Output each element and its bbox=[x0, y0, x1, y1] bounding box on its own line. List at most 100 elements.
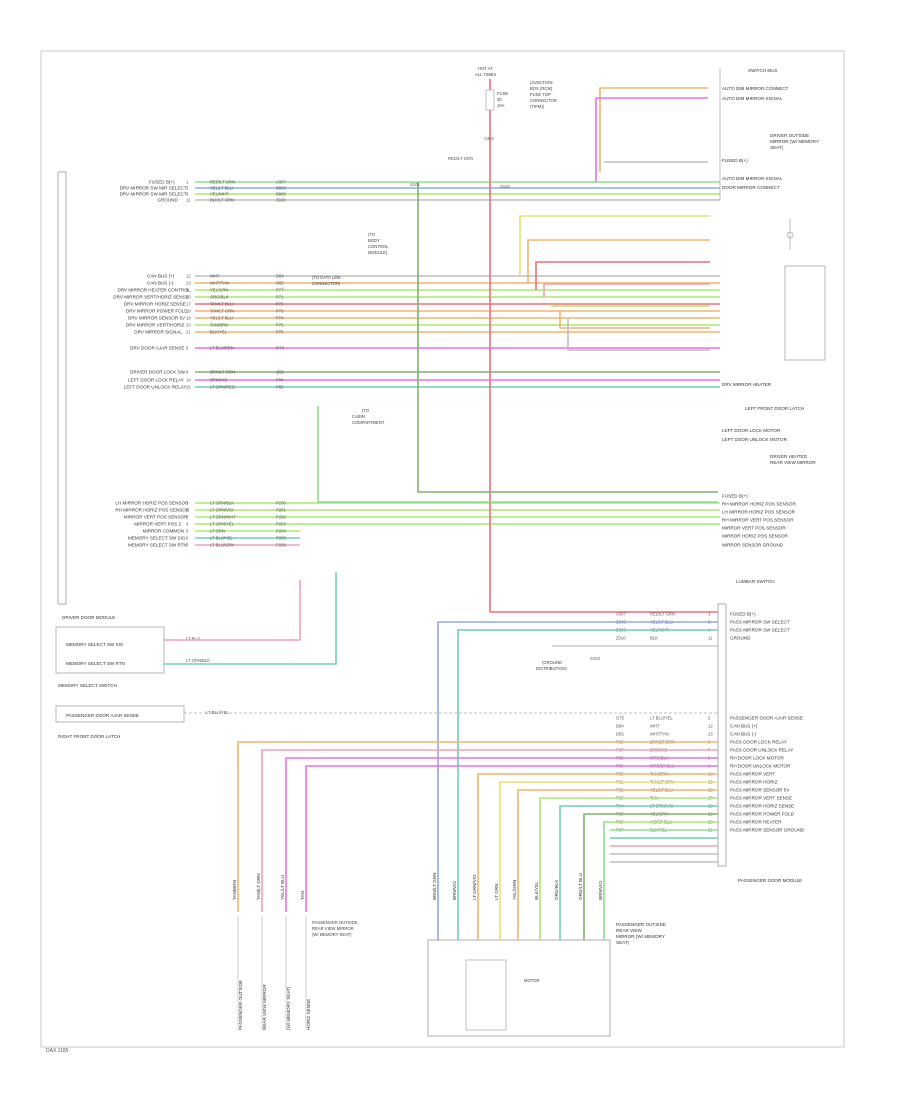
ddm-wire-color: LT BLU/YEL bbox=[210, 536, 234, 541]
lumbar-label: RH MIRROR VERT POS SENSOR bbox=[722, 518, 794, 523]
ddm-label: DRV MIRROR SENSOR 5V bbox=[128, 316, 186, 321]
pdm-wire-color: WHT/TAN bbox=[650, 732, 669, 737]
olive-trunk bbox=[417, 182, 718, 493]
ddm-wire-color: YEL/LT BLU bbox=[210, 316, 233, 321]
rear-mirror-label-2: REAR VIEW MIRROR bbox=[770, 460, 816, 465]
ddm-label: MEMORY SELECT SW SIG bbox=[128, 536, 186, 541]
passenger-mirror-motor-box bbox=[427, 939, 611, 1037]
pdm-label: PASS MIRROR SENSOR GROUND bbox=[730, 828, 805, 833]
br-wire-color: BLK/YEL bbox=[534, 881, 539, 900]
ddm-label: DRV MIRROR HEATER CONTROL bbox=[118, 288, 191, 293]
right-top-component: SWITCH MUX AUTO DIM MIRROR CONNECT AUTO … bbox=[719, 68, 819, 200]
pdm-pin: 5 bbox=[708, 716, 711, 721]
pass-mirror-label-1: PASSENGER OUTSIDE bbox=[616, 922, 666, 927]
ddm-wire-color: BLK/LT GRN bbox=[210, 198, 234, 203]
ddm-wire-code: P74 bbox=[276, 316, 284, 321]
passenger-door-module-box bbox=[717, 603, 727, 867]
memory-switch-label-2: MEMORY SELECT SW RTN bbox=[66, 661, 125, 666]
ddm-wire-code: P76 bbox=[276, 330, 284, 335]
ddm-label: GROUND bbox=[157, 198, 178, 203]
fuse-label-2: 30 bbox=[497, 97, 502, 102]
ddm-label: DRV DOOR AJAR SENSE bbox=[130, 346, 184, 351]
ddm-pin: 3 bbox=[186, 186, 189, 191]
pdm-label: PASS MIRROR SW SELECT bbox=[730, 628, 790, 633]
br-wire bbox=[559, 805, 610, 940]
ddm-label: RH MIRROR HORIZ POS SENSOR bbox=[115, 508, 189, 513]
ddm-pin: 11 bbox=[186, 198, 191, 203]
driver-mirror-label-3: SEAT) bbox=[770, 145, 784, 150]
ddm-label: LH MIRROR HORIZ POS SENSOR bbox=[115, 501, 189, 506]
pass-mirror-label-2: REAR VIEW bbox=[616, 928, 642, 933]
ddm-pin: 20 bbox=[186, 323, 191, 328]
ddm-wire-color: ORG/BLK bbox=[210, 295, 229, 300]
splice-1: S101 bbox=[410, 182, 420, 187]
top-power-source: HOT AT ALL TIMES FUSE 30 10A (JUNCTION B… bbox=[448, 66, 557, 180]
pdm-wire-code: D64 bbox=[616, 724, 624, 729]
lumbar-switch-label: LUMBAR SWITCH bbox=[736, 579, 775, 584]
ddm-label: MEMORY SELECT SW RTN bbox=[128, 543, 187, 548]
br-wire-color: LT GRN bbox=[494, 884, 499, 900]
ddm-label: DRV MIRROR VERT/HORIZ bbox=[126, 323, 185, 328]
right-top-label-3: FUSED B(+) bbox=[722, 158, 748, 163]
ddm-pin: 7 bbox=[186, 543, 189, 548]
note-cabin-1: (TO bbox=[362, 408, 370, 413]
ddm-wire-code: D65 bbox=[276, 281, 284, 286]
ddm-wire-code: Z910 bbox=[276, 198, 286, 203]
br-wire-color: BRN/VIO bbox=[598, 881, 603, 900]
ddm-wire-code: P204 bbox=[276, 529, 286, 534]
pdm-wire-code: A307 bbox=[616, 612, 626, 617]
ddm-wire-color: YEL/LT BLU bbox=[210, 186, 233, 191]
ddm-wire-color: BRN/VIO bbox=[210, 378, 228, 383]
fuse-symbol bbox=[485, 89, 495, 111]
ddm-pin: 4 bbox=[186, 192, 189, 197]
mirror-feed-magenta bbox=[595, 97, 708, 182]
feed-wire-code: A302 bbox=[484, 136, 494, 141]
footer-code: DAX 1185 bbox=[46, 1048, 69, 1054]
ddm-wire-code: P202 bbox=[276, 515, 286, 520]
ddm-label: DRV MIRROR SIGNAL bbox=[134, 330, 182, 335]
note-cabin-2: CABIN bbox=[352, 414, 365, 419]
ddm-label: LEFT DOOR UNLOCK RELAY bbox=[124, 385, 187, 390]
ddm-wire-code: P201 bbox=[276, 508, 286, 513]
right-top-label-4: AUTO DIM MIRROR SIGNAL bbox=[722, 176, 783, 181]
ddm-label: DRV MIRROR POWER FOLD bbox=[126, 309, 188, 314]
ddm-pin: 5 bbox=[186, 288, 189, 293]
driver-mirror-label-2: MIRROR (W/ MEMORY bbox=[770, 139, 819, 144]
ddm-wire-color: WHT/TAN bbox=[210, 281, 229, 286]
ddm-wire-code: A307 bbox=[276, 180, 286, 185]
rf-latch-title: RIGHT FRONT DOOR LATCH bbox=[58, 734, 120, 739]
lumbar-label: FUSED B(+) bbox=[722, 494, 748, 499]
memory-switch-color-1: LT BLU bbox=[186, 636, 200, 641]
bl-wire-color: TAN bbox=[300, 891, 305, 900]
ddm-pin: 13 bbox=[186, 281, 191, 286]
ddm-pin: 19 bbox=[186, 316, 191, 321]
ddm-pin: 5 bbox=[186, 529, 189, 534]
ddm-pin: 2 bbox=[186, 508, 189, 513]
ddm-wire-color: YEL/WHT bbox=[210, 192, 229, 197]
memory-switch-title: MEMORY SELECT SWITCH bbox=[58, 683, 117, 688]
note-body-2: BODY bbox=[368, 238, 380, 243]
right-top-label-2: AUTO DIM MIRROR SIGNAL bbox=[722, 96, 783, 101]
br-wire bbox=[499, 781, 610, 940]
ddm-wire-code: P71 bbox=[276, 295, 284, 300]
pdm-label: PASS MIRROR SW SELECT bbox=[730, 620, 790, 625]
note-dlc-2: CONNECTOR) bbox=[312, 281, 341, 286]
ddm-wire-color: TAN/LT GRN bbox=[210, 309, 234, 314]
switch-feed-wire bbox=[543, 283, 710, 297]
bl-connector-label: REAR VIEW MIRROR bbox=[262, 984, 267, 1030]
green-loop bbox=[317, 406, 718, 503]
ddm-wire-color: BLK/YEL bbox=[210, 330, 228, 335]
bl-connector-label: PASSENGER OUTSIDE bbox=[238, 980, 243, 1030]
ddm-pin: 17 bbox=[186, 302, 191, 307]
memory-switch-box bbox=[55, 626, 165, 674]
pdm-label: PASS MIRROR SENSOR 5V bbox=[730, 788, 790, 793]
ddm-wire-color: TAN/BRN bbox=[210, 323, 228, 328]
br-wire bbox=[603, 821, 610, 940]
ddm-wire-color: RED/LT GRN bbox=[210, 180, 235, 185]
